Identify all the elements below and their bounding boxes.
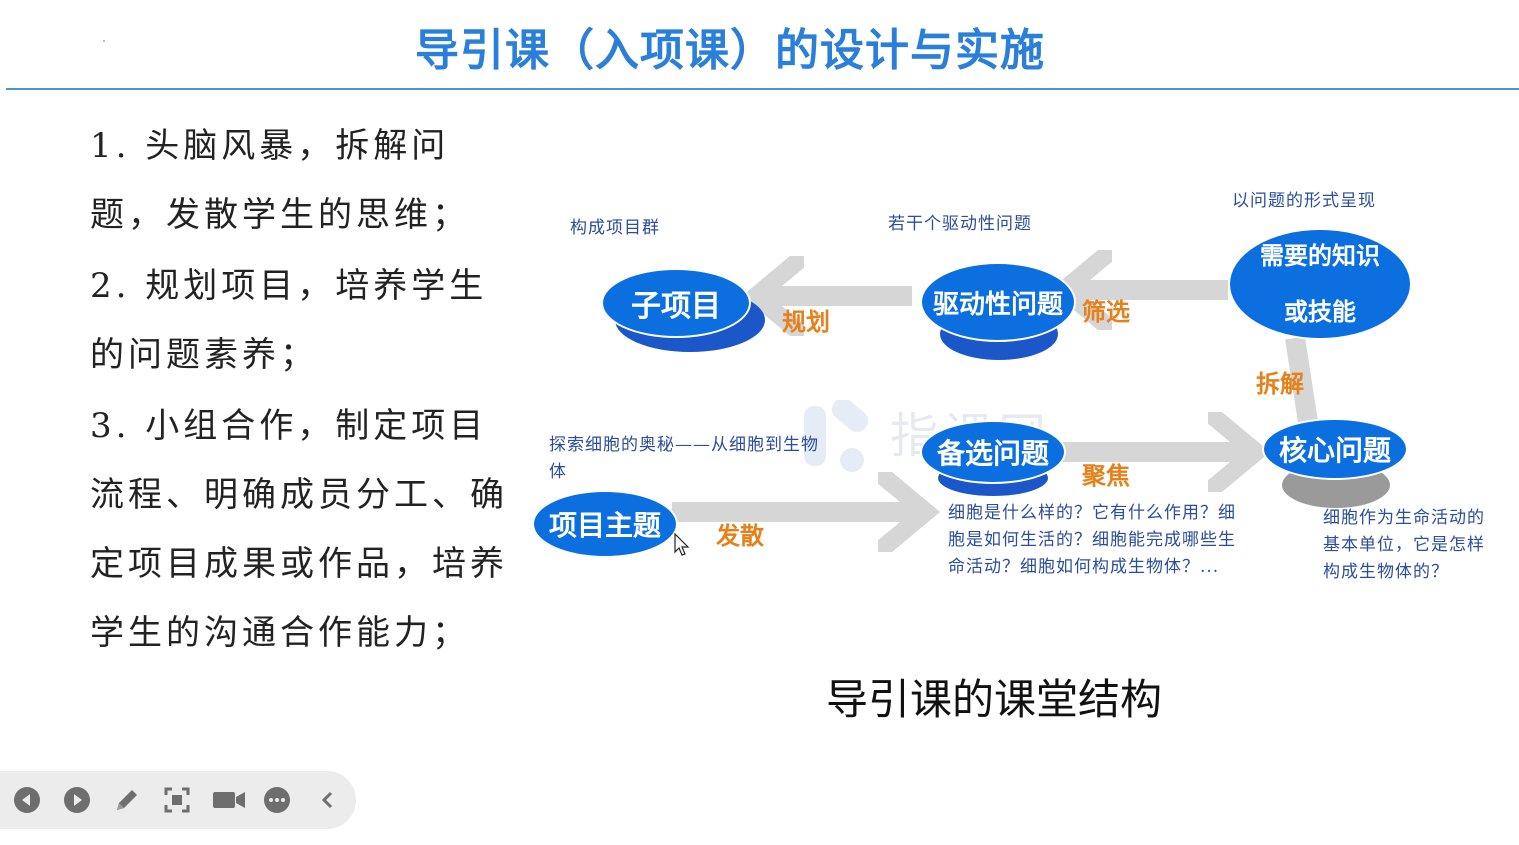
- more-icon[interactable]: [262, 785, 292, 815]
- verb-filter: 筛选: [1082, 298, 1130, 326]
- project-theme-note: 探索细胞的奥秘——从细胞到生物体: [549, 435, 819, 482]
- verb-focus: 聚焦: [1082, 462, 1130, 490]
- node-core-question: 核心问题: [1262, 418, 1408, 508]
- screenshot-icon[interactable]: [162, 785, 192, 815]
- pen-icon[interactable]: [112, 785, 142, 815]
- play-icon[interactable]: [62, 785, 92, 815]
- node-project-theme: 项目主题: [532, 490, 678, 558]
- candidate-question-note: 细胞是什么样的？它有什么作用？细胞是如何生活的？细胞能完成哪些生命活动？细胞如何…: [948, 503, 1236, 577]
- presentation-toolbar: [0, 771, 356, 829]
- node-sub-project-label: 子项目: [601, 268, 751, 338]
- node-core-question-label: 核心问题: [1262, 418, 1408, 480]
- knowledge-note: 以问题的形式呈现: [1232, 191, 1376, 211]
- sub-project-note: 构成项目群: [570, 218, 660, 238]
- node-driving-question: 驱动性问题: [920, 262, 1076, 360]
- node-driving-question-label: 驱动性问题: [920, 262, 1076, 342]
- verb-decompose: 拆解: [1256, 370, 1304, 398]
- prev-icon[interactable]: [12, 785, 42, 815]
- node-knowledge-skills: 需要的知识 或技能: [1228, 228, 1412, 340]
- diagram-caption: 导引课的课堂结构: [826, 675, 1163, 724]
- collapse-icon[interactable]: [312, 785, 342, 815]
- node-candidate-question: 备选问题: [920, 420, 1066, 496]
- speck: [103, 40, 105, 42]
- verb-diverge: 发散: [716, 522, 764, 550]
- arrow-decompose: [1285, 336, 1318, 424]
- node-knowledge-line1: 需要的知识: [1260, 242, 1380, 270]
- title-divider: [6, 88, 1519, 90]
- node-sub-project: 子项目: [601, 268, 765, 352]
- node-project-theme-label: 项目主题: [532, 490, 678, 558]
- node-candidate-question-label: 备选问题: [920, 420, 1066, 484]
- slide-title: 导引课（入项课）的设计与实施: [415, 25, 1045, 76]
- point-1: 1. 头脑风暴，拆解问题，发散学生的思维；: [90, 126, 470, 235]
- point-2: 2. 规划项目，培养学生的问题素养；: [90, 266, 488, 375]
- node-knowledge-line2: 或技能: [1284, 298, 1356, 326]
- point-3: 3. 小组合作，制定项目流程、明确成员分工、确定项目成果或作品，培养学生的沟通合…: [90, 406, 508, 653]
- verb-plan: 规划: [782, 308, 830, 336]
- driving-question-note: 若干个驱动性问题: [888, 214, 1032, 234]
- key-points-list: 1. 头脑风暴，拆解问题，发散学生的思维； 2. 规划项目，培养学生的问题素养；…: [90, 112, 520, 670]
- core-question-note: 细胞作为生命活动的基本单位，它是怎样构成生物体的？: [1323, 508, 1485, 582]
- camera-icon[interactable]: [212, 785, 246, 815]
- mouse-cursor-icon: [674, 533, 690, 556]
- watermark-logo-icon: [804, 400, 869, 472]
